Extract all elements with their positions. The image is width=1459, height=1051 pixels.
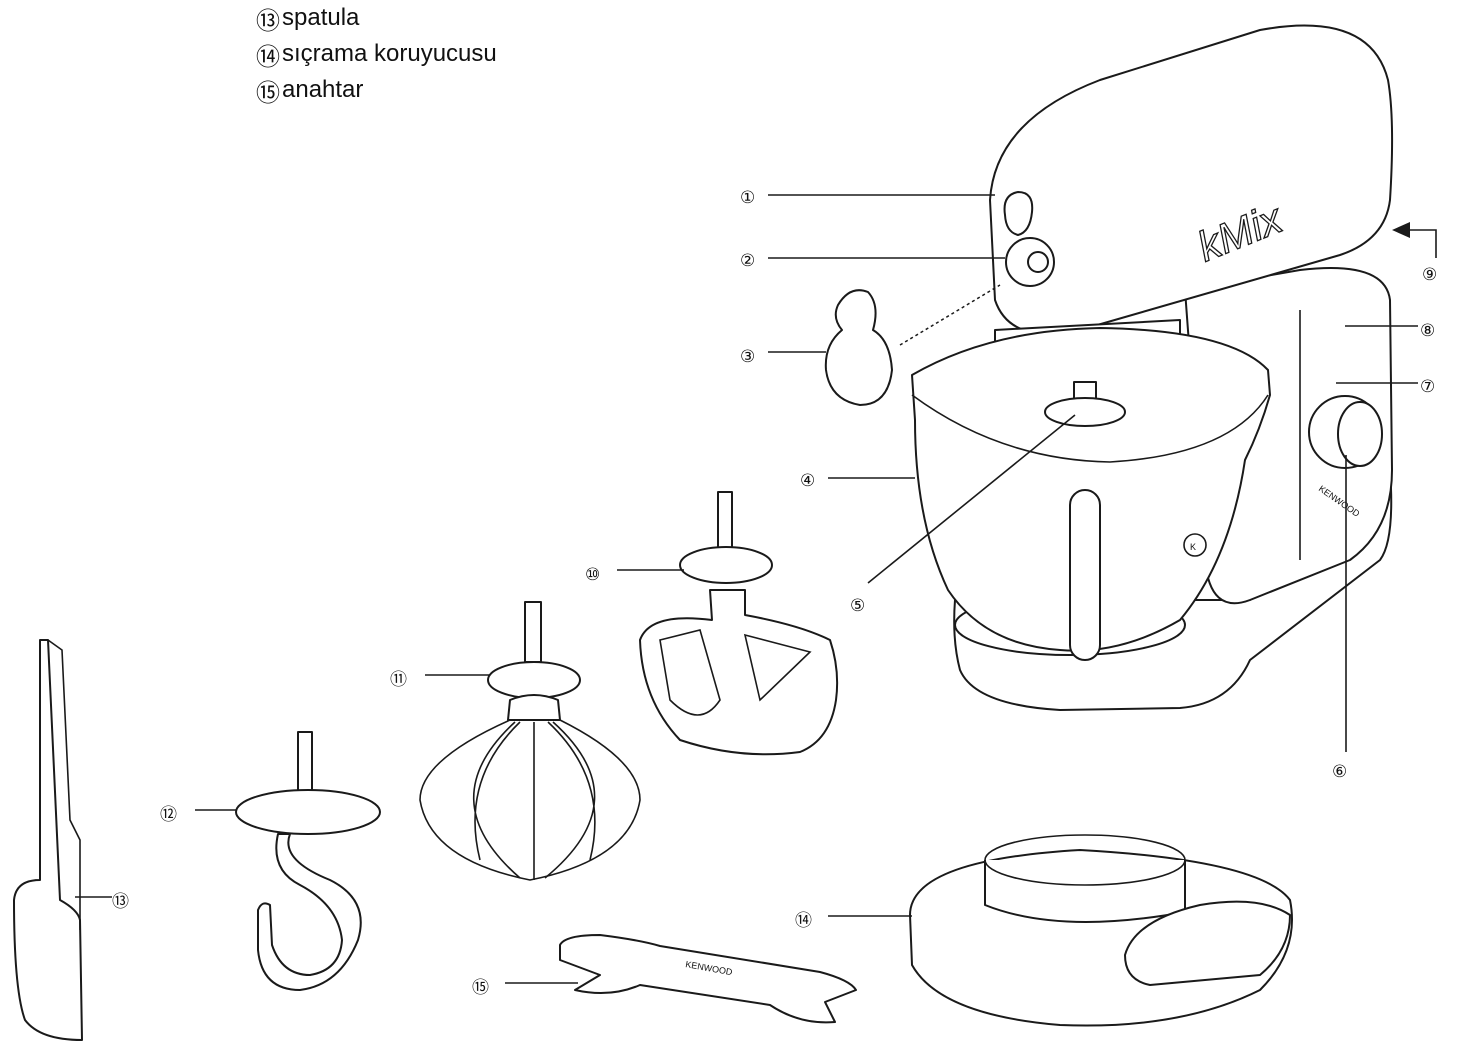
outlet-cover xyxy=(1003,191,1034,236)
mixing-bowl xyxy=(911,327,1271,652)
callout-5: ⑤ xyxy=(850,596,865,615)
cover-dotted-leader xyxy=(899,284,1001,346)
callout-3: ③ xyxy=(740,347,755,366)
legend-label: anahtar xyxy=(282,76,364,103)
legend-label: spatula xyxy=(282,4,360,31)
legend-label: sıçrama koruyucusu xyxy=(282,40,497,67)
whisk-wires xyxy=(472,721,596,880)
spatula xyxy=(13,639,83,1041)
bowl-logo-icon xyxy=(1183,533,1207,557)
socket-core-icon xyxy=(1027,251,1049,273)
whisk xyxy=(419,601,641,881)
callout-8: ⑧ xyxy=(1420,321,1435,340)
spatula-handle-edge xyxy=(47,639,81,930)
spanner: KENWOOD xyxy=(559,934,857,1024)
speed-knob-face xyxy=(1337,401,1383,467)
stand-mixer: kMix K KENWOOD xyxy=(824,24,1410,711)
guard-feed-chute xyxy=(1124,900,1291,986)
leader-lines xyxy=(75,194,1437,984)
hook-spiral xyxy=(257,833,362,991)
whisk-hub xyxy=(507,694,561,721)
head-lift-arrow-icon xyxy=(1392,222,1410,238)
beater-paddle xyxy=(639,589,839,756)
hook-shaft xyxy=(297,731,313,795)
whisk-shaft xyxy=(524,601,542,663)
callout-6: ⑥ xyxy=(1332,762,1347,781)
k-beater xyxy=(639,491,839,756)
callout-numbers: ① ② ③ ④ ⑤ ⑥ ⑦ ⑧ ⑨ ⑩ ⑪ ⑫ ⑬ ⑭ ⑮ xyxy=(112,188,1437,997)
whisk-disc xyxy=(487,661,581,699)
beater-shaft xyxy=(717,491,733,553)
guard-collar xyxy=(984,860,1186,923)
legend-number: ⑭ xyxy=(256,43,280,71)
spanner-body xyxy=(559,934,857,1024)
tool-socket-disc xyxy=(1044,397,1126,427)
callout-13: ⑬ xyxy=(112,892,129,911)
callout-12: ⑫ xyxy=(160,805,177,824)
bowl-logo-text: K xyxy=(1190,542,1196,552)
spatula-blade xyxy=(13,639,83,1041)
callout-11: ⑪ xyxy=(390,670,407,689)
beater-opening-left xyxy=(659,629,721,716)
bowl-handle xyxy=(1069,489,1101,661)
beater-disc xyxy=(679,546,773,584)
callout-1: ① xyxy=(740,188,755,207)
splash-guard xyxy=(909,834,1293,1027)
guard-opening xyxy=(984,834,1186,886)
callout-15: ⑮ xyxy=(472,978,489,997)
legend-number: ⑮ xyxy=(256,79,280,107)
callout-7: ⑦ xyxy=(1420,377,1435,396)
callout-9: ⑨ xyxy=(1422,265,1437,284)
legend-number: ⑬ xyxy=(256,7,280,35)
callout-2: ② xyxy=(740,251,755,270)
callout-4: ④ xyxy=(800,471,815,490)
bowl-rim xyxy=(911,394,1269,463)
beater-opening-right xyxy=(743,633,812,702)
whisk-wire-outline xyxy=(419,719,641,881)
callout-10: ⑩ xyxy=(585,565,600,584)
outlet-cover-detached xyxy=(824,289,893,406)
callout-14: ⑭ xyxy=(795,911,812,930)
hook-disc xyxy=(235,789,381,835)
dough-hook xyxy=(235,731,381,991)
